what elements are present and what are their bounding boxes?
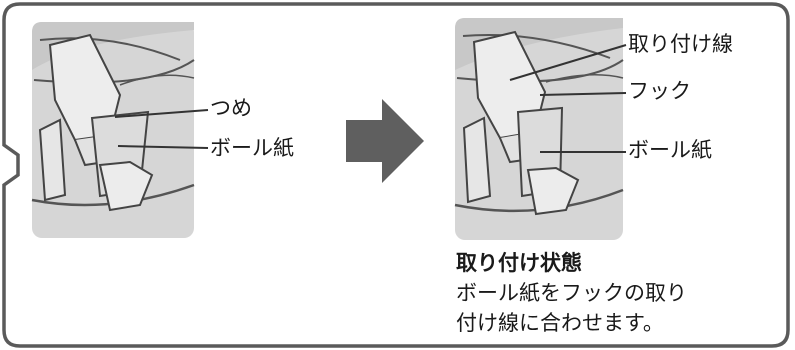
hook-label: フック [628, 79, 691, 103]
cardboard-leader-line-left [117, 145, 209, 149]
caption-line-2: 付け線に合わせます。 [456, 311, 664, 335]
cardboard-label-left: ボール紙 [210, 136, 294, 160]
caption-line-1: ボール紙をフックの取り [456, 281, 687, 305]
right-arrow [346, 99, 424, 183]
mounting-line-leader [509, 44, 627, 81]
claw-leader-line [114, 109, 209, 118]
mounting-line-label: 取り付け線 [628, 32, 733, 56]
hook-leader-line [539, 92, 627, 96]
cardboard-label-right: ボール紙 [628, 138, 712, 162]
caption-title: 取り付け状態 [456, 251, 582, 275]
caption: 取り付け状態 ボール紙をフックの取り 付け線に合わせます。 [456, 248, 687, 338]
claw-label: つめ [210, 96, 252, 120]
left-illustration [31, 22, 195, 238]
right-illustration [454, 18, 624, 240]
